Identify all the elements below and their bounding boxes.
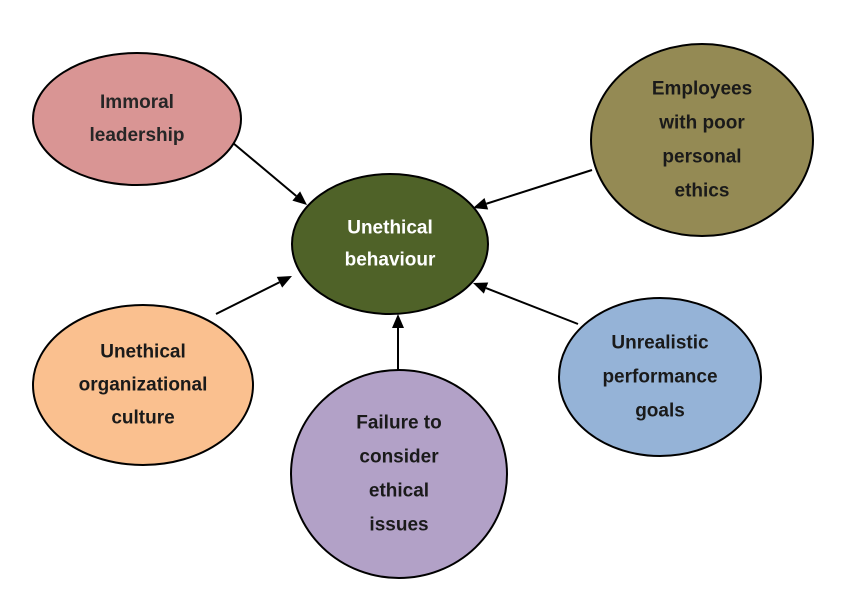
center-node: Unethical behaviour — [291, 173, 489, 315]
cause-node-immoral-leadership-label-line: leadership — [89, 125, 184, 146]
cause-node-organizational-culture-label-line: organizational — [79, 375, 208, 396]
arrow-organizational-culture — [215, 276, 292, 315]
cause-node-poor-personal-ethics-label-line: personal — [662, 147, 741, 168]
cause-node-organizational-culture: Unethical organizational culture — [32, 304, 254, 466]
arrow-failure-to-consider — [392, 314, 404, 370]
arrow-head — [276, 276, 292, 288]
nodes: Unethical behaviour Immoral leadership Emplo… — [32, 43, 814, 579]
cause-node-unrealistic-goals-label-line: Unrealistic — [611, 333, 709, 354]
cause-node-immoral-leadership: Immoral leadership — [32, 52, 242, 186]
cause-node-failure-to-consider-shape — [290, 369, 508, 579]
cause-node-failure-to-consider-label-line: issues — [369, 515, 428, 536]
cause-node-poor-personal-ethics: Employees with poor personal ethics — [590, 43, 814, 237]
cause-node-unrealistic-goals-label-line: goals — [635, 401, 685, 422]
cause-node-immoral-leadership-shape — [32, 52, 242, 186]
cause-node-unrealistic-goals: Unrealistic performance goals — [558, 297, 762, 457]
cause-node-organizational-culture-label-line: Unethical — [100, 342, 186, 363]
arrows — [215, 142, 593, 370]
arrow-line — [215, 281, 280, 315]
cause-node-immoral-leadership-label-line: Immoral — [100, 92, 174, 113]
cause-node-unrealistic-goals-shape — [558, 297, 762, 457]
cause-node-failure-to-consider-label-line: Failure to — [356, 413, 442, 434]
arrow-unrealistic-goals — [473, 282, 579, 325]
arrow-head — [392, 314, 404, 328]
arrow-poor-personal-ethics — [473, 169, 593, 210]
cause-node-organizational-culture-shape — [32, 304, 254, 466]
arrow-line — [232, 142, 297, 197]
cause-node-poor-personal-ethics-shape — [590, 43, 814, 237]
arrow-head — [292, 191, 307, 205]
cause-node-organizational-culture-label-line: culture — [111, 408, 174, 429]
cause-node-failure-to-consider-label-line: ethical — [369, 481, 429, 502]
cause-node-poor-personal-ethics-label-line: ethics — [675, 181, 730, 202]
cause-node-poor-personal-ethics-label-line: with poor — [658, 113, 745, 134]
cause-node-poor-personal-ethics-label-line: Employees — [652, 79, 752, 100]
cause-node-unrealistic-goals-label-line: performance — [602, 367, 717, 388]
center-node-shape — [291, 173, 489, 315]
cause-node-failure-to-consider: Failure to consider ethical issues — [290, 369, 508, 579]
cause-node-failure-to-consider-label-line: consider — [359, 447, 439, 468]
center-node-label-line: Unethical — [347, 218, 433, 239]
arrow-head — [473, 198, 489, 210]
arrow-line — [485, 287, 579, 325]
arrow-head — [473, 282, 489, 294]
arrow-line — [486, 169, 593, 205]
arrow-immoral-leadership — [232, 142, 307, 205]
center-node-label-line: behaviour — [345, 250, 436, 271]
